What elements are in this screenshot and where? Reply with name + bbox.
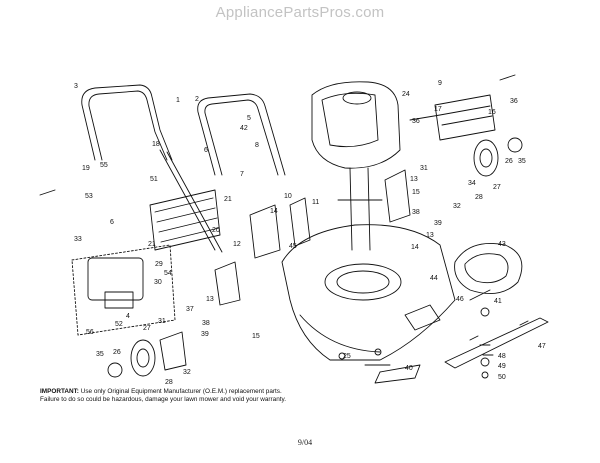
callout-6b: 6 xyxy=(110,219,114,226)
callout-38b: 38 xyxy=(202,320,210,327)
callout-53: 53 xyxy=(85,193,93,200)
callout-36a: 36 xyxy=(510,98,518,105)
watermark: AppliancePartsPros.com xyxy=(215,4,385,21)
wheel-lower-drawing xyxy=(130,339,156,377)
callout-2: 2 xyxy=(195,96,199,103)
callout-33: 33 xyxy=(74,236,82,243)
callout-37: 37 xyxy=(186,306,194,313)
callout-31b: 31 xyxy=(158,318,166,325)
callout-3: 3 xyxy=(74,83,78,90)
callout-17: 17 xyxy=(434,106,442,113)
callout-54: 54 xyxy=(164,270,172,277)
footer-date: 9/04 xyxy=(297,438,313,447)
callout-48: 48 xyxy=(498,353,506,360)
callout-15b: 15 xyxy=(252,333,260,340)
callout-8: 8 xyxy=(255,142,259,149)
callout-30: 30 xyxy=(154,279,162,286)
callout-4: 4 xyxy=(126,313,130,320)
callout-39b: 39 xyxy=(201,331,209,338)
callout-44: 44 xyxy=(430,275,438,282)
callout-11: 11 xyxy=(312,199,319,206)
callout-27a: 27 xyxy=(493,184,501,191)
callout-47: 47 xyxy=(538,343,546,350)
wheel-upper-drawing xyxy=(473,139,499,177)
engine-drawing xyxy=(311,81,401,169)
callout-35b: 35 xyxy=(96,351,104,358)
callout-21b: 21 xyxy=(148,241,156,248)
callout-43: 43 xyxy=(498,241,506,248)
callout-39: 39 xyxy=(434,220,442,227)
callout-16: 16 xyxy=(488,109,496,116)
callout-15a: 15 xyxy=(412,189,420,196)
callout-14a: 14 xyxy=(270,208,278,215)
callout-45: 45 xyxy=(289,243,297,250)
grass-bag-drawing xyxy=(71,244,176,336)
callout-46: 46 xyxy=(456,296,464,303)
callout-31a: 31 xyxy=(420,165,428,172)
callout-13a: 13 xyxy=(410,176,418,183)
blade-adapter-drawing xyxy=(454,242,523,295)
callout-36b: 36 xyxy=(412,118,420,125)
callout-10: 10 xyxy=(284,193,292,200)
notice-lead: IMPORTANT: xyxy=(40,388,79,395)
callout-1: 1 xyxy=(176,97,180,104)
blade-drawing xyxy=(444,317,549,369)
oem-notice: IMPORTANT: Use only Original Equipment M… xyxy=(40,388,290,404)
callout-50: 50 xyxy=(498,374,506,381)
bag-frame-drawing xyxy=(149,189,221,251)
notice-body: Use only Original Equipment Manufacturer… xyxy=(40,388,287,403)
callout-26b: 26 xyxy=(113,349,121,356)
callout-27b: 27 xyxy=(143,325,151,332)
callout-5: 5 xyxy=(247,115,251,122)
callout-35a: 35 xyxy=(518,158,526,165)
callout-42: 42 xyxy=(240,125,248,132)
callout-32b: 32 xyxy=(183,369,191,376)
callout-55: 55 xyxy=(100,162,108,169)
callout-51: 51 xyxy=(150,176,158,183)
callout-6: 6 xyxy=(204,147,208,154)
callout-56: 56 xyxy=(86,329,94,336)
upper-handle-drawing xyxy=(81,84,173,161)
callout-24: 24 xyxy=(402,91,410,98)
callout-29: 29 xyxy=(155,261,163,268)
mower-deck-drawing xyxy=(281,224,456,361)
callout-21a: 21 xyxy=(224,196,232,203)
callout-28a: 28 xyxy=(475,194,483,201)
callout-14b: 14 xyxy=(411,244,419,251)
callout-41: 41 xyxy=(494,298,502,305)
callout-13b: 13 xyxy=(426,232,434,239)
callout-26a: 26 xyxy=(505,158,513,165)
callout-25: 25 xyxy=(343,353,351,360)
callout-13c: 13 xyxy=(206,296,214,303)
callout-40: 40 xyxy=(405,365,413,372)
callout-20: 20 xyxy=(212,227,220,234)
callout-7: 7 xyxy=(240,171,244,178)
callout-12: 12 xyxy=(233,241,241,248)
callout-38a: 38 xyxy=(412,209,420,216)
callout-32a: 32 xyxy=(453,203,461,210)
callout-28b: 28 xyxy=(165,379,173,386)
callout-49: 49 xyxy=(498,363,506,370)
callout-34: 34 xyxy=(468,180,476,187)
callout-19: 19 xyxy=(82,165,90,172)
callout-9: 9 xyxy=(438,80,442,87)
lower-handle-drawing xyxy=(197,93,286,176)
callout-18: 18 xyxy=(152,141,160,148)
callout-52: 52 xyxy=(115,321,123,328)
